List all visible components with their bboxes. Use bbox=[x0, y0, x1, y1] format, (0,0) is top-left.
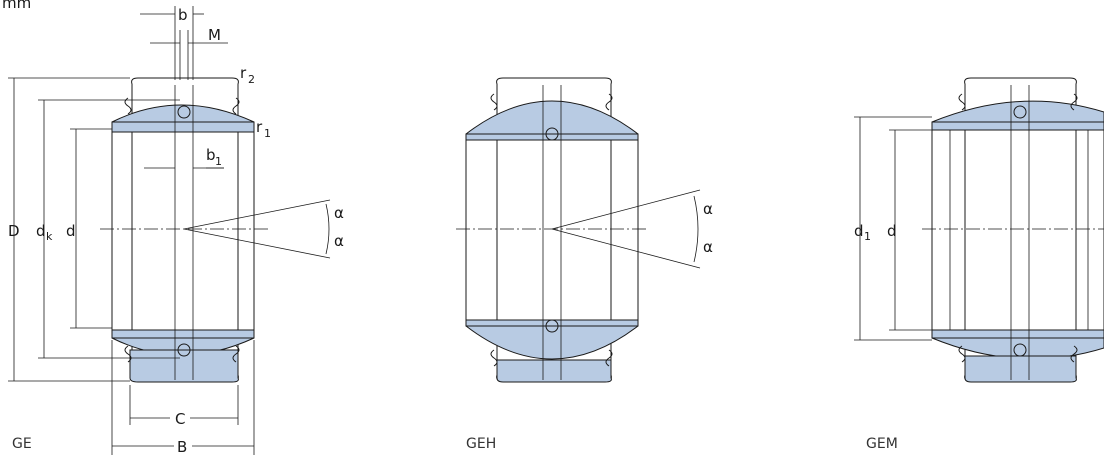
ge-dim-r1-label: r bbox=[256, 118, 263, 136]
ge-lube-hole-bottom bbox=[177, 343, 191, 357]
ge-alpha-line-bottom bbox=[183, 228, 331, 259]
gem-dim-d-label: d bbox=[887, 222, 897, 240]
ge-seal-bottom-right bbox=[232, 345, 240, 363]
ge-dim-d-label: d bbox=[66, 222, 76, 240]
diagram-ge: α α D d k d b M r 2 r 1 bbox=[8, 6, 344, 456]
ge-lube-hole-top bbox=[177, 105, 191, 119]
unit-label: mm bbox=[2, 0, 31, 12]
gem-inner-ring bbox=[931, 121, 1104, 339]
gem-lube-hole-top bbox=[1013, 105, 1027, 119]
ge-dim-dk-sub: k bbox=[46, 230, 53, 243]
gem-dim-d1-label: d bbox=[854, 222, 864, 240]
ge-dim-dk-label: d bbox=[36, 222, 46, 240]
gem-seal-bottom-left bbox=[958, 345, 966, 363]
geh-seal-top-left bbox=[490, 93, 498, 111]
ge-dim-b-label: b bbox=[178, 6, 188, 24]
geh-lube-hole-bottom bbox=[545, 319, 559, 333]
geh-alpha-line-top bbox=[551, 189, 701, 230]
gem-caption: GEM bbox=[866, 436, 898, 452]
ge-seal-top-right bbox=[232, 97, 240, 115]
ge-inner-ring bbox=[111, 121, 255, 339]
gem-seal-top-left bbox=[958, 93, 966, 111]
ge-dim-D-label: D bbox=[8, 222, 20, 240]
geh-seal-top-right bbox=[605, 93, 613, 111]
geh-lube-hole-top bbox=[545, 127, 559, 141]
ge-alpha-top-label: α bbox=[334, 204, 344, 222]
geh-alpha-bottom-label: α bbox=[703, 238, 713, 256]
diagram-geh: α α GEH bbox=[456, 77, 713, 452]
geh-inner-ring bbox=[465, 133, 639, 327]
geh-outer-lower-block bbox=[496, 359, 612, 383]
ge-caption: GE bbox=[12, 436, 32, 452]
geh-seal-bottom-left bbox=[490, 349, 498, 367]
ge-alpha-arc bbox=[325, 203, 330, 255]
ge-dim-B-label: B bbox=[177, 438, 187, 456]
geh-caption: GEH bbox=[466, 436, 496, 452]
gem-dim-d1-sub: 1 bbox=[864, 230, 871, 243]
geh-alpha-top-label: α bbox=[703, 200, 713, 218]
ge-dim-M-label: M bbox=[208, 26, 221, 44]
gem-ball-top bbox=[931, 100, 1104, 131]
geh-alpha-arc bbox=[693, 195, 699, 263]
ge-dim-b1-sub: 1 bbox=[215, 155, 222, 168]
gem-outer-lower-block bbox=[964, 355, 1077, 383]
ge-seal-bottom-left bbox=[124, 345, 132, 363]
ge-alpha-bottom-label: α bbox=[334, 232, 344, 250]
ge-dim-b1-label: b bbox=[206, 146, 216, 164]
geh-alpha-line-bottom bbox=[551, 228, 701, 269]
gem-seal-bottom-right bbox=[1070, 345, 1078, 363]
ge-dim-r1-sub: 1 bbox=[264, 127, 271, 140]
gem-seal-top-right bbox=[1070, 93, 1078, 111]
ge-dim-r2-sub: 2 bbox=[248, 73, 255, 86]
ge-outer-lower-block bbox=[129, 349, 239, 383]
geh-ball-bottom bbox=[465, 319, 639, 360]
ge-alpha-line-top bbox=[183, 199, 331, 230]
ge-dim-C-label: C bbox=[175, 410, 185, 428]
geh-seal-bottom-right bbox=[605, 349, 613, 367]
gem-lube-hole-bottom bbox=[1013, 343, 1027, 357]
ge-dim-r2-label: r bbox=[240, 64, 247, 82]
diagram-gem: d 1 d GEM bbox=[854, 77, 1104, 452]
